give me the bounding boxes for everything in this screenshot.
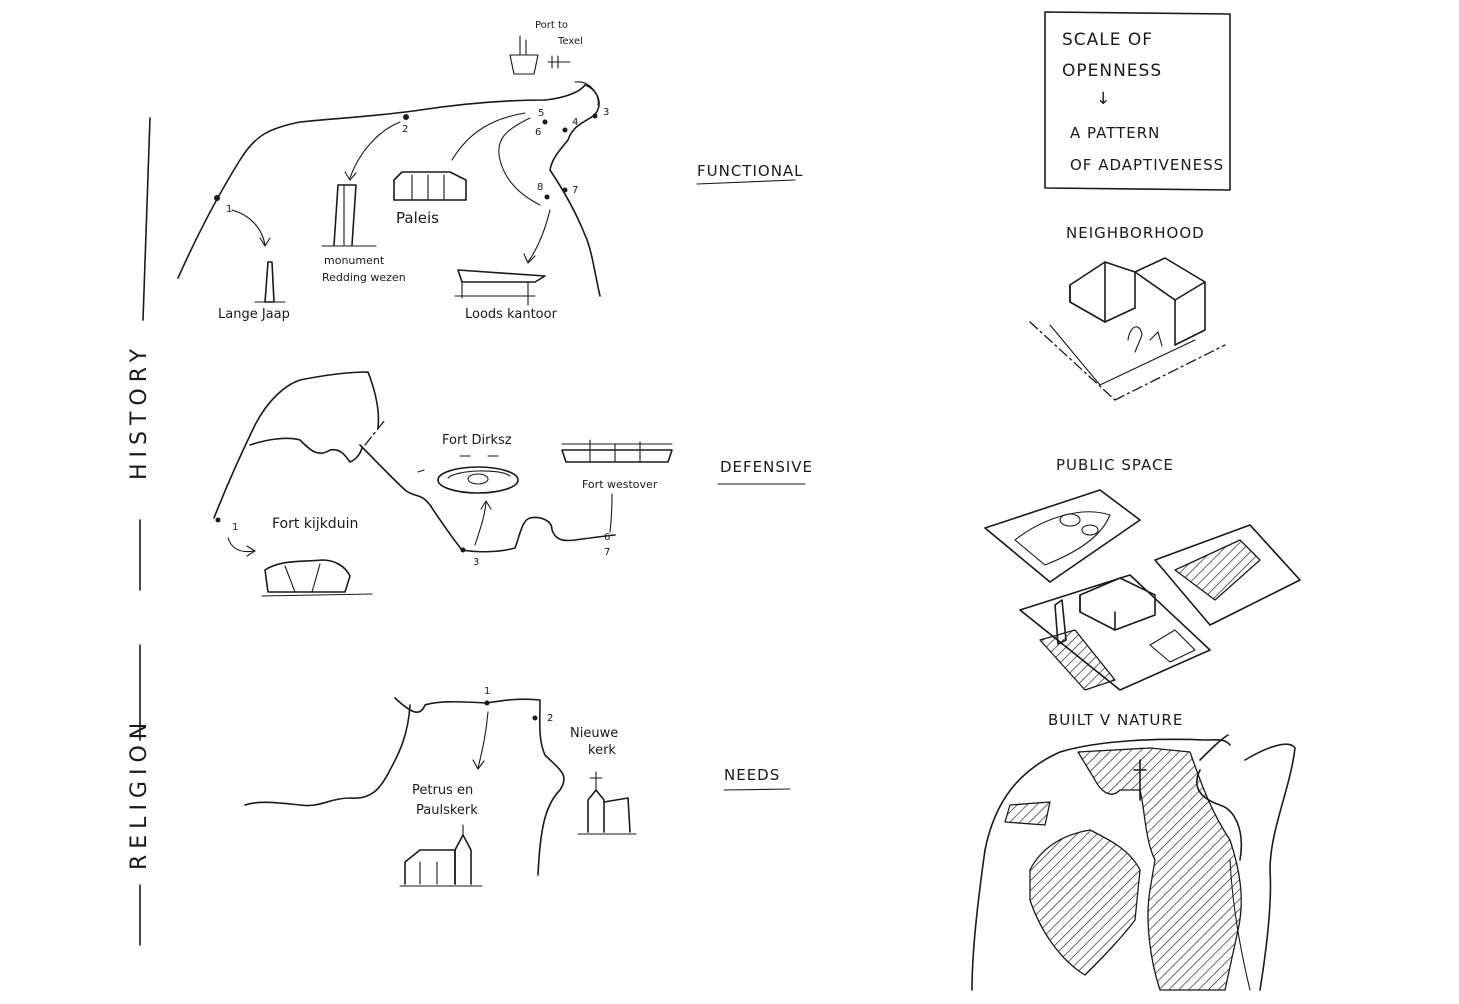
num-r2: 2: [547, 713, 553, 724]
num-d3: 3: [473, 557, 479, 568]
fort-dirksz-label: Fort Dirksz: [442, 433, 512, 448]
functional-map-sketch: 1 2 3 4 5 6 7 8 Port to Texel monument R…: [177, 20, 804, 322]
point-8: [544, 194, 550, 200]
point-4: [562, 127, 568, 133]
defensive-map-sketch: 1 3 6 7 Fort Dirksz Fort westover Fort k…: [213, 371, 813, 597]
history-side-label: HISTORY: [127, 343, 152, 480]
point-5: [542, 119, 548, 125]
nieuwe-label: Nieuwe: [570, 726, 618, 741]
num-d6: 6: [604, 532, 610, 543]
loods-label: Loods kantoor: [465, 307, 558, 322]
num-5: 5: [538, 108, 544, 119]
title-line-2: OPENNESS: [1062, 61, 1162, 81]
needs-category: NEEDS: [724, 766, 780, 784]
num-7: 7: [572, 185, 578, 196]
paulskerk-label: Paulskerk: [416, 803, 478, 818]
functional-category: FUNCTIONAL: [697, 162, 804, 180]
num-8: 8: [537, 182, 543, 193]
defensive-category: DEFENSIVE: [720, 458, 813, 476]
num-3: 3: [603, 107, 609, 118]
religion-side-label: RELIGION: [127, 717, 152, 870]
port-label: Port to: [535, 20, 568, 31]
num-1: 1: [226, 204, 232, 215]
lange-jaap-label: Lange Jaap: [218, 307, 290, 322]
history-axis: HISTORY: [127, 117, 152, 591]
point-3: [592, 113, 598, 119]
num-2: 2: [402, 124, 408, 135]
built-nature-sketch: BUILT V NATURE: [971, 711, 1296, 991]
title-line-1: SCALE OF: [1062, 30, 1153, 50]
num-6: 6: [535, 127, 541, 138]
port-label-2: Texel: [557, 36, 583, 47]
point-r2: [532, 715, 538, 721]
title-box: SCALE OF OPENNESS ↓ A PATTERN OF ADAPTIV…: [1044, 11, 1231, 191]
title-line-4: OF ADAPTIVENESS: [1070, 156, 1224, 174]
public-space-label: PUBLIC SPACE: [1056, 456, 1174, 474]
monument-label-2: Redding wezen: [322, 271, 406, 284]
num-d1: 1: [232, 522, 238, 533]
num-d7: 7: [604, 547, 610, 558]
neighborhood-label: NEIGHBORHOOD: [1066, 224, 1205, 242]
title-arrow: ↓: [1096, 89, 1111, 109]
point-1: [214, 195, 220, 201]
public-space-sketch: PUBLIC SPACE: [984, 456, 1301, 691]
point-d3: [460, 547, 466, 553]
point-7: [562, 187, 568, 193]
num-4: 4: [572, 117, 578, 128]
religion-map-sketch: 1 2 Nieuwe kerk Petrus en Paulskerk NEED…: [244, 686, 791, 887]
point-d1: [215, 517, 221, 523]
fort-kijkduin-label: Fort kijkduin: [272, 516, 358, 532]
monument-label: monument: [324, 254, 385, 267]
point-2: [403, 114, 409, 120]
built-nature-label: BUILT V NATURE: [1048, 711, 1183, 729]
petrus-label: Petrus en: [412, 783, 473, 798]
title-line-3: A PATTERN: [1070, 124, 1160, 142]
paleis-label: Paleis: [396, 209, 439, 227]
kerk-label: kerk: [588, 743, 616, 758]
point-r1: [484, 700, 490, 706]
fort-westoever-label: Fort westover: [582, 478, 658, 491]
num-r1: 1: [484, 686, 490, 697]
religion-axis: RELIGION: [127, 644, 152, 946]
neighborhood-sketch: NEIGHBORHOOD: [1029, 224, 1226, 401]
